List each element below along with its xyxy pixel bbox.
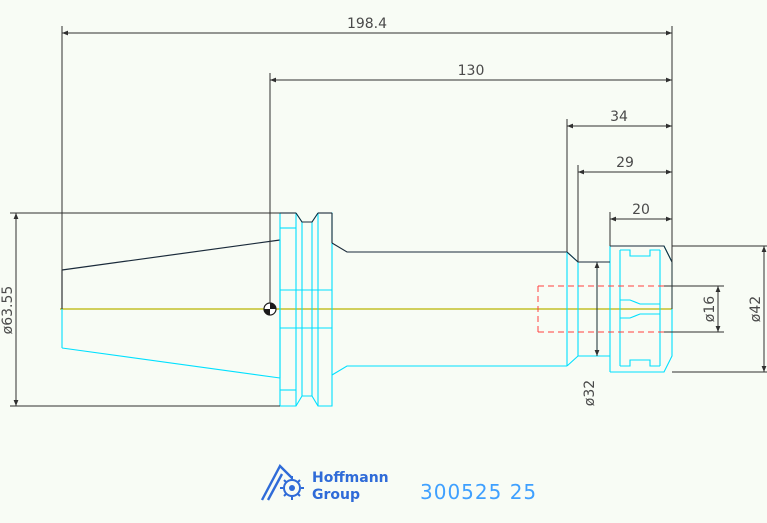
hidden-bore-lines <box>537 285 672 333</box>
logo-line1: Hoffmann <box>312 470 389 486</box>
dim-nut-length-34: 34 <box>610 109 628 125</box>
taper-outline <box>61 239 281 309</box>
dimension-lines <box>10 26 767 407</box>
dim-taper-diameter: ø63.55 <box>0 286 16 335</box>
dim-gauge-length: 130 <box>458 63 485 79</box>
flange-dark-edges <box>280 212 333 243</box>
gauge-point-symbol <box>263 302 277 316</box>
shank-outline <box>331 242 567 376</box>
dim-nut-length-20: 20 <box>632 202 650 218</box>
dim-shank-diameter: ø32 <box>582 380 598 406</box>
dim-bore-diameter: ø16 <box>702 296 718 322</box>
dim-overall-length: 198.4 <box>347 16 387 32</box>
hoffmann-logo: Hoffmann Group <box>260 464 389 503</box>
dim-nut-diameter: ø42 <box>748 296 764 322</box>
dim-nut-length-29: 29 <box>616 155 634 171</box>
part-number: 300525 25 <box>420 480 537 504</box>
logo-line2: Group <box>312 487 360 503</box>
hoffmann-hook-gear-logo-icon <box>260 464 304 501</box>
